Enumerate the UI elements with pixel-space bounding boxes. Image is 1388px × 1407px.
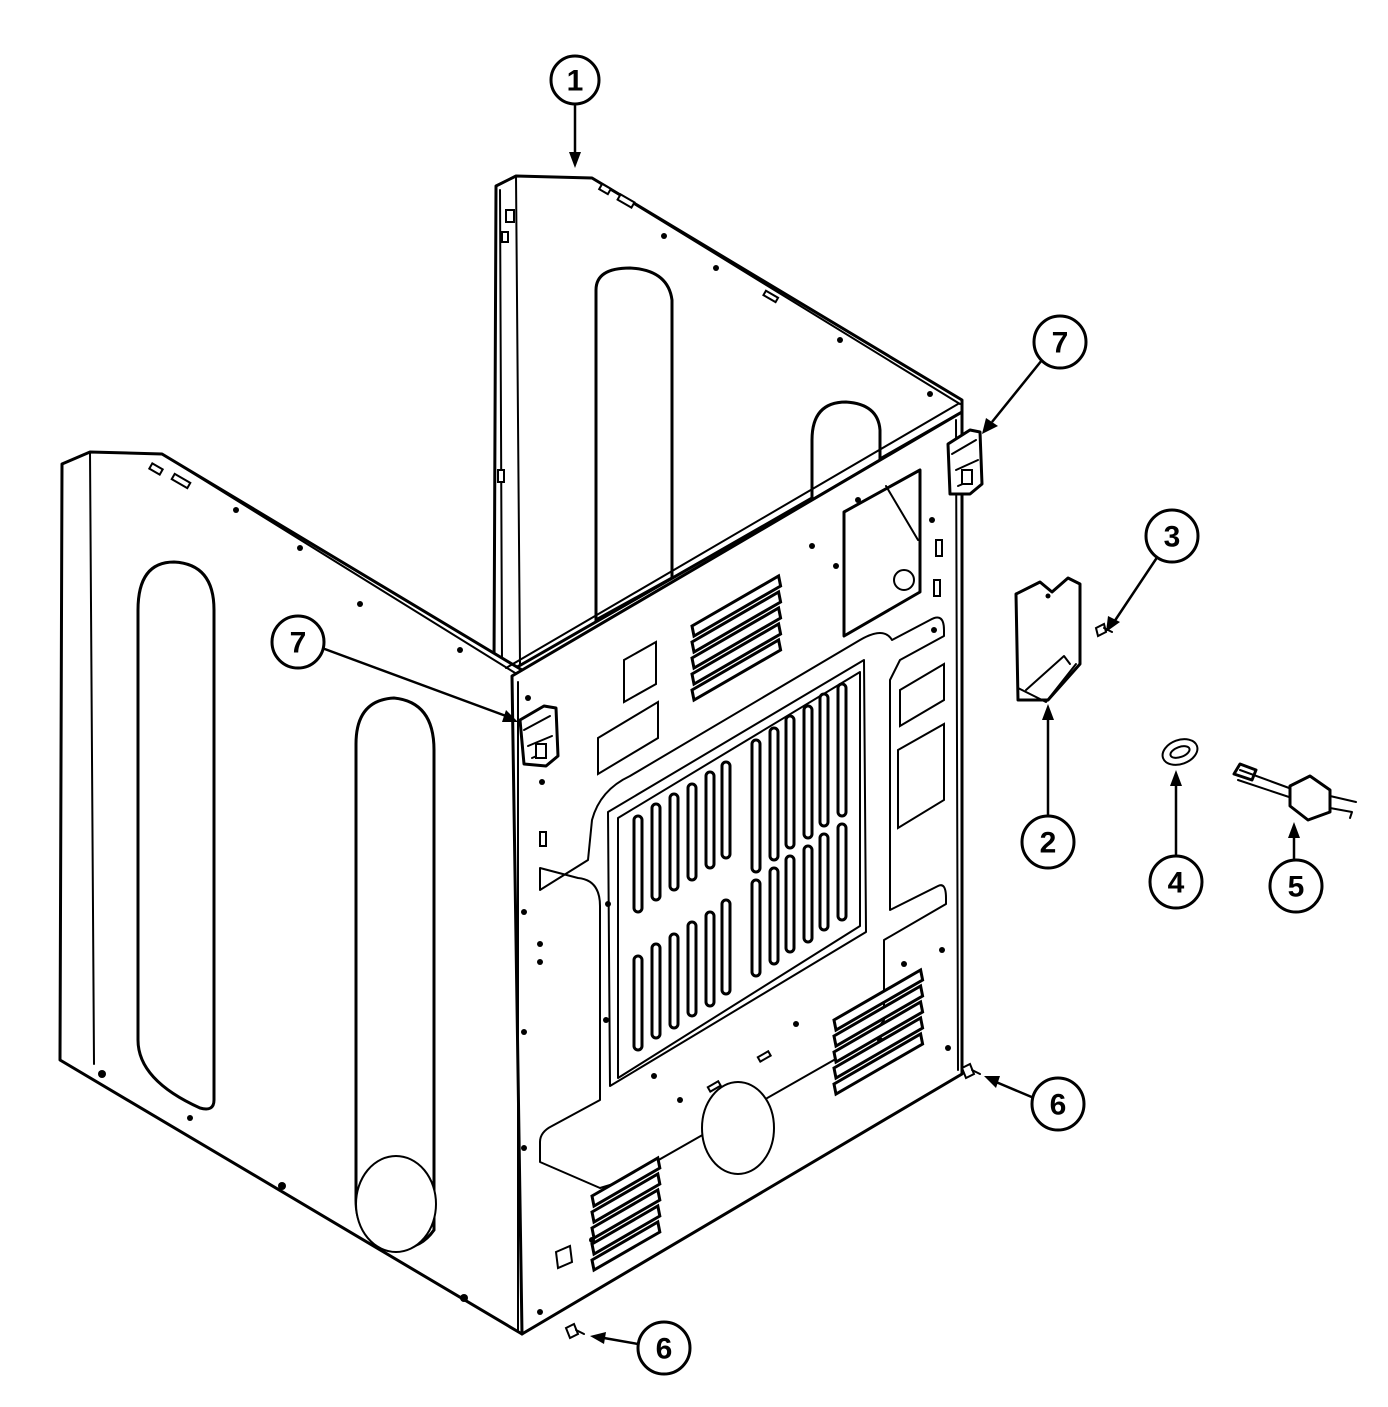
vertical-vent-slot <box>836 822 848 922</box>
louver-slot <box>590 1187 662 1241</box>
callout-6-right-label: 6 <box>1050 1089 1067 1122</box>
louver-slot <box>832 1015 925 1081</box>
callout-2: 2 <box>1020 704 1076 870</box>
callout-4-label: 4 <box>1168 867 1185 900</box>
rear-panel <box>505 403 964 1336</box>
vertical-vent-slot <box>750 738 762 874</box>
louver-slot <box>690 589 783 655</box>
louver-slot <box>690 605 783 671</box>
vertical-vent-slot <box>686 782 698 882</box>
vertical-vent-slot <box>768 866 780 966</box>
louver-slot <box>832 1031 925 1097</box>
callout-7-right: 7 <box>982 314 1088 434</box>
vertical-vent-slot <box>720 898 732 996</box>
callout-1-label: 1 <box>567 65 584 98</box>
callout-3-label: 3 <box>1164 521 1181 554</box>
vertical-vent-slot <box>704 770 716 870</box>
vertical-vent-slot <box>632 954 644 1052</box>
vertical-vent-slot <box>668 792 680 892</box>
callout-4: 4 <box>1148 770 1204 910</box>
callout-5-label: 5 <box>1288 871 1305 904</box>
vertical-vent-slot <box>668 932 680 1030</box>
screw-part-6-right <box>960 1062 981 1080</box>
vertical-vent-slot <box>768 726 780 862</box>
grommet-part-4 <box>1161 738 1199 766</box>
vertical-vent-slot <box>650 802 662 902</box>
louver-slot <box>590 1155 662 1209</box>
callout-1: 1 <box>549 54 601 168</box>
lower-right-vent-louvers <box>832 967 925 1097</box>
vertical-vent-slot <box>686 920 698 1018</box>
vertical-vent-slot <box>720 760 732 860</box>
louver-slot <box>690 621 783 687</box>
callout-7-left-label: 7 <box>290 627 307 660</box>
callout-6-bottom: 6 <box>590 1320 692 1376</box>
vertical-vent-slot <box>818 692 830 828</box>
louver-slot <box>590 1203 662 1257</box>
center-vertical-vents <box>632 682 848 1052</box>
louver-slot <box>590 1171 662 1225</box>
callout-7-left: 7 <box>270 614 518 722</box>
callout-5: 5 <box>1268 822 1324 914</box>
callout-6-bottom-label: 6 <box>656 1333 673 1366</box>
upper-vent-louvers <box>690 573 783 703</box>
lower-left-vent-louvers <box>590 1155 662 1273</box>
power-cord-part-5 <box>1232 762 1357 822</box>
vertical-vent-slot <box>750 878 762 978</box>
louver-slot <box>832 999 925 1065</box>
vertical-vent-slot <box>632 814 644 914</box>
louver-slot <box>832 967 925 1033</box>
callout-2-label: 2 <box>1040 827 1057 860</box>
louver-slot <box>690 637 783 703</box>
louver-slot <box>690 573 783 639</box>
vent-bracket-part <box>1014 576 1082 703</box>
left-side-panel <box>58 450 524 1336</box>
hinge-bracket-right <box>946 428 984 496</box>
louver-slot <box>832 983 925 1049</box>
vertical-vent-slot <box>802 844 814 944</box>
screw-part-6-bottom <box>564 1322 585 1340</box>
vertical-vent-slot <box>704 910 716 1008</box>
vertical-vent-slot <box>650 942 662 1040</box>
hinge-bracket-left <box>518 704 560 768</box>
louver-slot <box>590 1219 662 1273</box>
vertical-vent-slot <box>784 854 796 954</box>
callout-6-right: 6 <box>984 1076 1086 1132</box>
vertical-vent-slot <box>818 832 830 932</box>
vertical-vent-slot <box>836 682 848 818</box>
callout-7-right-label: 7 <box>1052 327 1069 360</box>
right-side-panel <box>492 174 964 672</box>
vertical-vent-slot <box>784 714 796 850</box>
callout-3: 3 <box>1106 508 1200 632</box>
vertical-vent-slot <box>802 704 814 840</box>
